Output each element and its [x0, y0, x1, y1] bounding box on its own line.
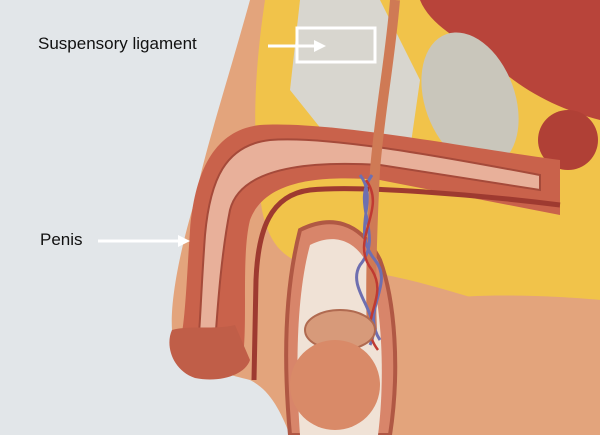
prostate	[538, 110, 598, 170]
label-penis: Penis	[40, 230, 83, 249]
thigh	[420, 295, 600, 435]
penis-shaft	[178, 124, 560, 373]
bladder	[421, 32, 519, 168]
corpus-cavernosum	[196, 138, 541, 346]
label-suspensory-ligament: Suspensory ligament	[38, 34, 197, 53]
abdominal-organs	[420, 0, 600, 120]
vas-deferens	[366, 0, 400, 331]
urethra	[251, 186, 561, 381]
glans	[169, 325, 250, 380]
suspensory-arrowhead	[314, 40, 326, 52]
penis-arrowhead	[178, 235, 190, 247]
testis	[290, 340, 380, 430]
